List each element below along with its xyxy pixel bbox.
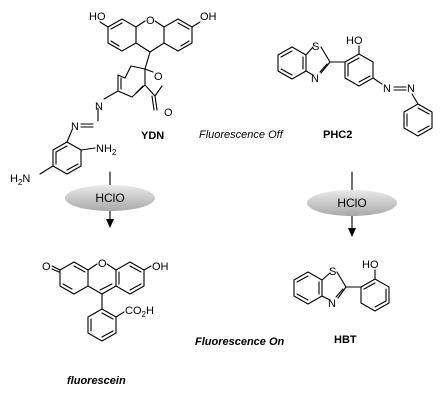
fluorescence-on-label: Fluorescence On xyxy=(195,336,285,348)
phc2-sulfur: S xyxy=(312,41,319,53)
ydn-carbonyl-oxygen: O xyxy=(164,107,173,119)
hclo-label-right: HClO xyxy=(337,196,366,210)
fluorescein-ring-oxygen: O xyxy=(98,258,107,270)
fluorescence-off-label: Fluorescence Off xyxy=(199,129,284,141)
hclo-label-left: HClO xyxy=(95,191,124,205)
ydn-oh-right: OH xyxy=(200,11,217,23)
ydn-amine-right: NH2 xyxy=(96,143,117,157)
ydn-oh-left: HO xyxy=(89,11,106,23)
hbt-nitrogen: N xyxy=(328,298,336,310)
hbt-oh: HO xyxy=(362,259,379,271)
ydn-ring-oxygen: O xyxy=(146,15,155,27)
phc2-label: PHC2 xyxy=(323,129,352,141)
hclo-reagent-left xyxy=(65,185,155,211)
hbt-label: HBT xyxy=(334,334,357,346)
hbt-sulfur: S xyxy=(329,266,336,278)
ydn-amine-left: H2N xyxy=(10,173,30,187)
hbt-structure xyxy=(293,269,390,312)
reaction-arrow-left xyxy=(65,171,155,228)
ydn-structure xyxy=(39,18,201,175)
ydn-label: YDN xyxy=(141,130,164,142)
ydn-azo-n2: N xyxy=(71,121,79,133)
phc2-nitrogen: N xyxy=(311,73,319,85)
phc2-azo-n1: N xyxy=(383,83,391,95)
hclo-reagent-right xyxy=(307,190,397,216)
ydn-azo-n1: N xyxy=(95,101,103,113)
fluorescein-structure xyxy=(51,261,152,342)
phc2-oh: HO xyxy=(346,35,363,47)
ydn-lactone-oxygen: O xyxy=(154,71,163,83)
fluorescein-label: fluorescein xyxy=(67,375,126,387)
fluorescein-oh: OH xyxy=(152,261,169,273)
fluorescein-co2h: CO2H xyxy=(125,305,154,319)
phc2-structure xyxy=(277,45,433,137)
fluorescein-carbonyl-oxygen: O xyxy=(42,261,51,273)
reaction-arrow-right xyxy=(307,171,397,237)
phc2-azo-n2: N xyxy=(407,83,415,95)
